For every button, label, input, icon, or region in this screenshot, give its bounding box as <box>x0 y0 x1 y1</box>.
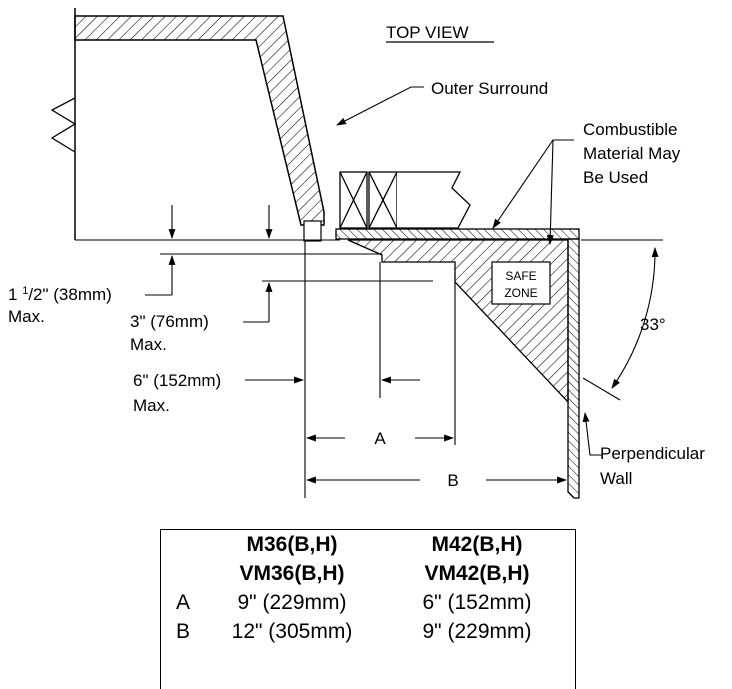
table-cell: 12" (305mm) <box>231 620 353 643</box>
table-header-vm36: VM36(B,H) <box>239 562 345 585</box>
dim-3-max: Max. <box>130 335 167 354</box>
table-header-vm42: VM42(B,H) <box>424 562 530 585</box>
row-label: B <box>175 620 190 643</box>
safe-zone-label-1: SAFE <box>505 269 536 283</box>
table-cell <box>160 530 206 559</box>
reference-lines <box>75 239 663 498</box>
fireplace-body <box>50 8 77 240</box>
top-view-drawing: SAFE ZONE TOP VIEW Outer Surroun <box>8 8 705 499</box>
outer-surround-label: Outer Surround <box>431 79 548 98</box>
combustible-label-1: Combustible <box>583 120 678 139</box>
perpendicular-wall <box>567 238 580 499</box>
combustible-label-2: Material May <box>583 144 681 163</box>
outer-surround-shape <box>74 15 325 226</box>
combustible-label-3: Be Used <box>583 168 648 187</box>
dim-1-5-max: Max. <box>8 307 45 326</box>
top-view-title: TOP VIEW <box>386 23 469 42</box>
combustible-facing <box>335 228 580 240</box>
dim-3-label: 3" (76mm) <box>130 312 209 331</box>
dim-1-5-label: 1 1/2" (38mm) <box>8 285 112 304</box>
table-cell: 9" (229mm) <box>422 620 532 643</box>
row-label: A <box>175 591 190 614</box>
dimension-a-label: A <box>374 429 386 448</box>
spec-table: M36(B,H) M42(B,H) VM36(B,H) VM42(B,H) A … <box>160 530 576 646</box>
table-row: A 9" (229mm) 6" (152mm) <box>160 588 576 617</box>
safe-zone-box <box>491 261 551 305</box>
table-cell: 9" (229mm) <box>237 591 347 614</box>
framing-studs <box>339 171 471 229</box>
perpendicular-label-2: Wall <box>600 469 632 488</box>
table-header-row: M36(B,H) M42(B,H) <box>160 530 576 559</box>
table-header-m42: M42(B,H) <box>431 533 523 556</box>
dim-6-max: Max. <box>133 396 170 415</box>
table-header-m36: M36(B,H) <box>246 533 338 556</box>
dimension-b-label: B <box>447 471 458 490</box>
table-cell: 6" (152mm) <box>422 591 532 614</box>
table-cell <box>160 559 206 588</box>
dimension-arrows <box>145 205 659 484</box>
safe-zone-label-2: ZONE <box>504 286 537 300</box>
table-header-row: VM36(B,H) VM42(B,H) <box>160 559 576 588</box>
table-row: B 12" (305mm) 9" (229mm) <box>160 617 576 646</box>
dim-6-label: 6" (152mm) <box>133 371 221 390</box>
angle-label: 33° <box>640 315 666 334</box>
surround-foot <box>303 220 322 242</box>
spec-table-frame <box>160 529 576 689</box>
leader-lines <box>336 86 602 456</box>
perpendicular-label-1: Perpendicular <box>600 444 705 463</box>
